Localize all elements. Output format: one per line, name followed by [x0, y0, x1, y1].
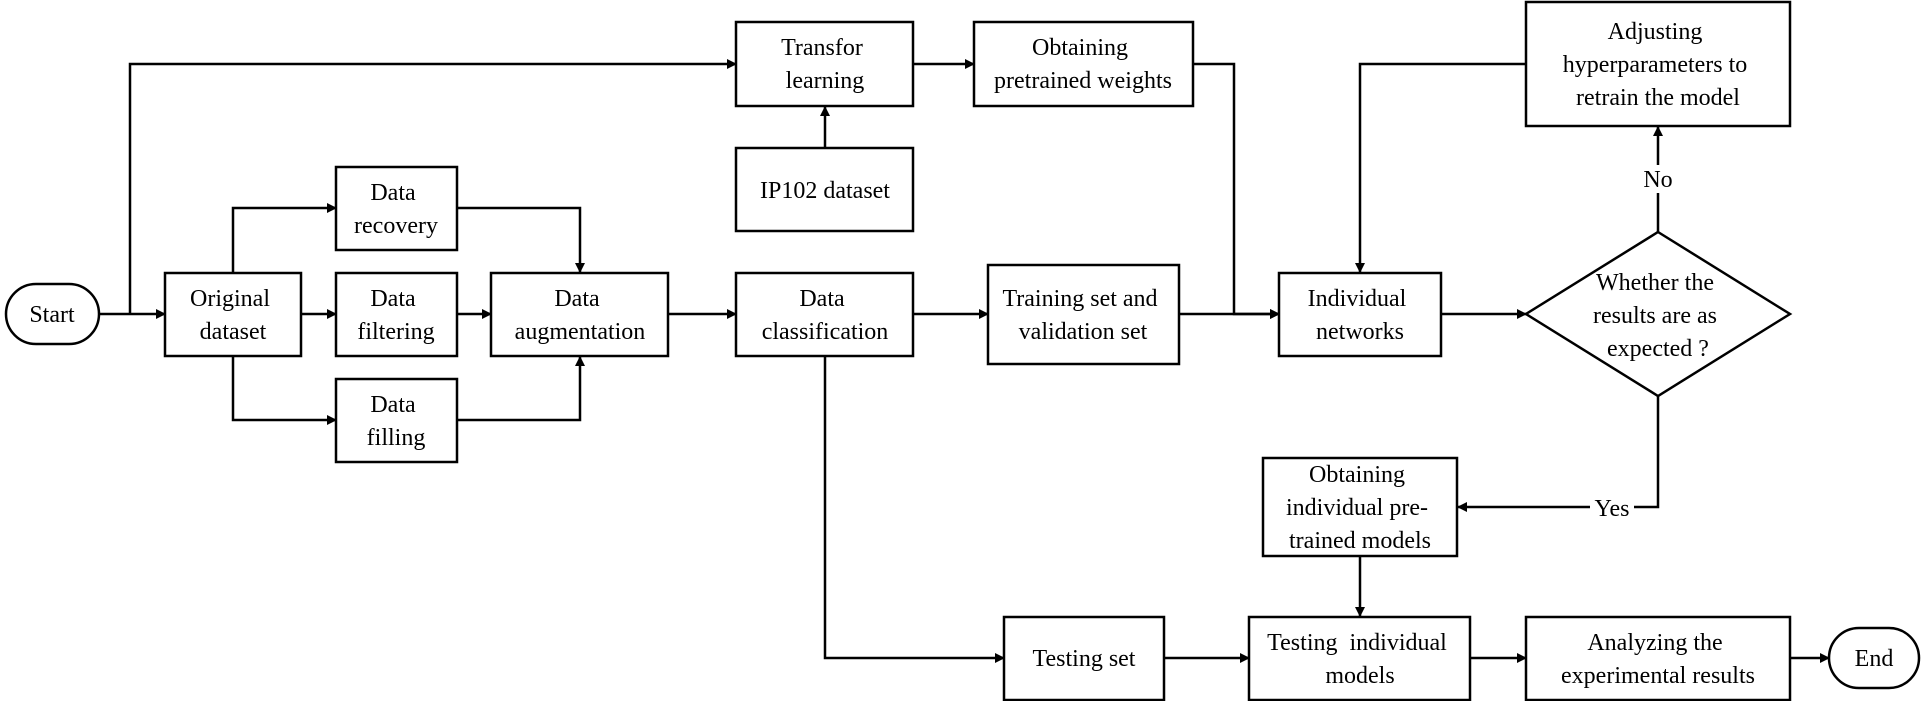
node-data-recovery: Data recovery: [334, 165, 459, 252]
testingmodels-label-line2: models: [1325, 663, 1394, 689]
weights-label-line2: pretrained weights: [994, 68, 1172, 94]
adjust-label-line3: retrain the model: [1576, 85, 1740, 111]
node-individual-networks: Individual networks: [1277, 271, 1443, 358]
node-decision: Whether the results are as expected ?: [1523, 230, 1793, 398]
node-training-validation-set: Training set and validation set: [986, 263, 1181, 366]
node-ip102-dataset: IP102 dataset: [734, 146, 915, 233]
node-testing-set: Testing set: [1002, 615, 1166, 701]
decision-label-line1: Whether the: [1596, 270, 1714, 296]
end-label: End: [1855, 646, 1894, 672]
decision-label-line3: expected ?: [1607, 336, 1709, 362]
edge-filling-augmentation: [457, 356, 585, 422]
node-testing-models: Testing individual models: [1247, 615, 1472, 701]
start-label: Start: [29, 302, 75, 328]
original-label-line1: Original: [190, 286, 270, 312]
adjust-label-line1: Adjusting: [1608, 19, 1703, 45]
classification-label-line1: Data: [799, 286, 845, 312]
node-data-filtering: Data filtering: [334, 271, 459, 358]
filling-label-line2: filling: [367, 425, 426, 451]
obtainmodels-label-line3: trained models: [1289, 528, 1431, 554]
individual-label-line2: networks: [1316, 319, 1404, 345]
testingset-label: Testing set: [1033, 646, 1136, 672]
augmentation-label-line1: Data: [554, 286, 600, 312]
start-terminal: [4, 282, 101, 346]
svg-text:Data classification: Data classification: [762, 286, 889, 345]
node-pretrained-weights: Obtaining pretrained weights: [972, 20, 1195, 108]
node-original-dataset: Original dataset: [163, 271, 303, 358]
edge-decision-obtainmodels: [1457, 396, 1660, 512]
node-adjust-hyperparameters: Adjusting hyperparameters to retrain the…: [1524, 0, 1792, 128]
svg-text:Obtaining individual pre: Obtaining individual pre- trained models: [1286, 462, 1434, 554]
edge-original-filling: [231, 356, 337, 425]
individual-label-line1: Individual: [1308, 286, 1407, 312]
end-terminal: [1827, 626, 1921, 690]
recovery-label-line2: recovery: [354, 213, 438, 239]
augmentation-label-line2: augmentation: [515, 319, 646, 345]
edge-labels: No Yes: [1590, 165, 1676, 522]
trainval-label-line2: validation set: [1019, 319, 1148, 345]
edge-adjust-individual: [1355, 62, 1526, 273]
svg-text:Analyzing the experiment: Analyzing the experimental results: [1561, 630, 1755, 689]
svg-text:Obtaining pretrained wei: Obtaining pretrained weights: [994, 35, 1172, 94]
recovery-label-line1: Data: [370, 180, 416, 206]
node-transfer-learning: Transfor learning: [734, 20, 915, 108]
filtering-label-line2: filtering: [357, 319, 434, 345]
transfer-label-line1: Transfor: [781, 35, 863, 61]
transfer-label-line2: learning: [786, 68, 865, 94]
svg-text:Data recovery: Data recovery: [354, 180, 438, 239]
edge-recovery-augmentation: [457, 206, 585, 273]
edge-classification-testingset: [823, 356, 1005, 663]
classification-label-line2: classification: [762, 319, 889, 345]
connectors: [99, 59, 1830, 663]
svg-text:Individual networks: Individual networks: [1308, 286, 1413, 345]
edge-start-transfer: [128, 59, 737, 314]
edge-original-recovery: [231, 203, 337, 273]
svg-text:Data augmentation: Data augmentation: [515, 286, 646, 345]
svg-text:Training set and validat: Training set and validation set: [1002, 286, 1163, 345]
svg-text:Transfor learning: Transfor learning: [781, 35, 869, 94]
trainval-label-line1: Training set and: [1002, 286, 1157, 312]
node-data-filling: Data filling: [334, 377, 459, 464]
analyzing-label-line2: experimental results: [1561, 663, 1755, 689]
weights-label-line1: Obtaining: [1032, 35, 1128, 61]
decision-label-line2: results are as: [1593, 303, 1717, 329]
ip102-label: IP102 dataset: [760, 178, 890, 204]
svg-text:Testing individual mode: Testing individual models: [1267, 630, 1453, 689]
node-end: End: [1827, 626, 1921, 690]
svg-text:Whether the results are: Whether the results are as expected ?: [1593, 270, 1723, 362]
svg-text:Adjusting hyperparameter: Adjusting hyperparameters to retrain the…: [1563, 19, 1754, 111]
original-label-line2: dataset: [200, 319, 267, 345]
obtainmodels-label-line2: individual pre-: [1286, 495, 1428, 521]
node-analyzing: Analyzing the experimental results: [1524, 615, 1792, 701]
obtainmodels-label-line1: Obtaining: [1309, 462, 1405, 488]
edge-weights-individual: [1193, 62, 1280, 319]
svg-text:Original dataset: Original dataset: [190, 286, 276, 345]
filtering-label-line1: Data: [370, 286, 416, 312]
svg-text:Data filtering: Data filtering: [357, 286, 434, 345]
node-data-augmentation: Data augmentation: [489, 271, 670, 358]
filling-label-line1: Data: [370, 392, 416, 418]
node-start: Start: [4, 282, 101, 346]
analyzing-label-line1: Analyzing the: [1587, 630, 1722, 656]
testingmodels-label-line1: Testing individual: [1267, 630, 1447, 656]
adjust-label-line2: hyperparameters to: [1563, 52, 1748, 78]
edge-label-yes: Yes: [1595, 496, 1630, 522]
node-obtain-models: Obtaining individual pre- trained models: [1261, 456, 1459, 558]
node-data-classification: Data classification: [734, 271, 915, 358]
svg-text:Data filling: Data filling: [367, 392, 426, 451]
edge-label-no: No: [1643, 167, 1672, 193]
